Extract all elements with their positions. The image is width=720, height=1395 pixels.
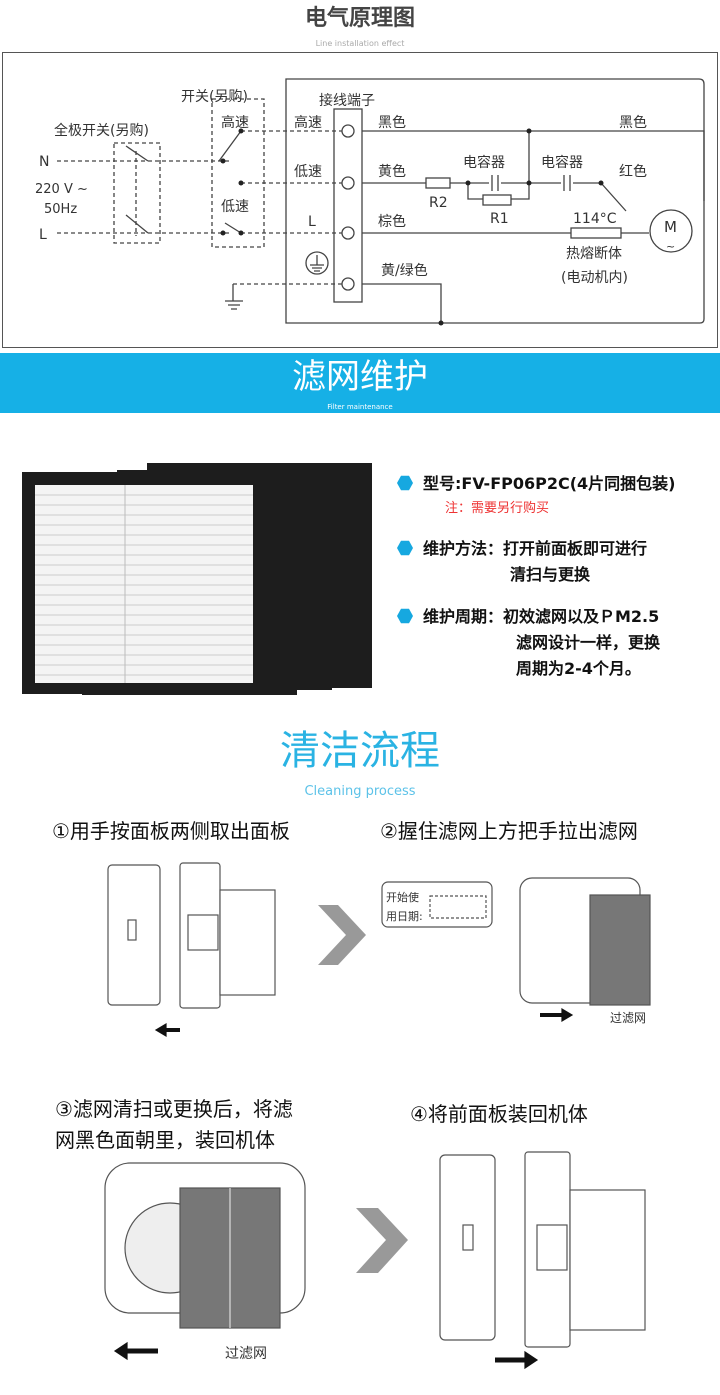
bullet-icon [397,608,413,624]
spec-note: 注：需要另行购买 [445,501,550,516]
step-4-label: ④将前面板装回机体 [410,1102,588,1126]
motor-ac-symbol: ~ [666,240,675,253]
spec-method-cont: 清扫与更换 [510,565,591,584]
label-fuse: 热熔断体 [566,246,622,262]
cleaning-title: 清洁流程 [280,728,440,774]
label-freq: 50Hz [44,202,77,217]
spec-model: 型号:FV-FP06P2C(4片同捆包装) [397,472,675,496]
label-low-switch: 低速 [221,199,249,215]
label-switch: 开关(另购) [181,89,248,105]
cleaning-subtitle: Cleaning process [304,784,416,799]
step-2-label: ②握住滤网上方把手拉出滤网 [380,819,638,843]
label-all-pole: 全极开关(另购) [54,122,149,139]
filter-product-image [22,460,377,704]
label-fuse-note: (电动机内) [561,270,628,286]
diagram-title: 电气原理图 [304,6,415,31]
filter-label: 过滤网 [610,1011,646,1025]
label-r2: R2 [429,195,448,211]
label-black-motor: 黑色 [619,114,647,131]
date-tag-label-2: 用日期: [386,910,423,923]
step-3-label: ③滤网清扫或更换后，将滤 [55,1097,293,1121]
spec-method: 维护方法：打开前面板即可进行 [397,537,647,561]
spec-cycle-cont: 滤网设计一样，更换 [516,633,661,652]
next-arrow-icon [356,1208,411,1277]
step-1-illustration [100,860,290,1044]
label-yellow: 黄色 [378,163,406,180]
spec-model-text: 型号:FV-FP06P2C(4片同捆包装) [423,474,676,493]
spec-method-text: 维护方法：打开前面板即可进行 [423,539,648,558]
label-temp: 114°C [573,211,617,227]
label-l-in: L [39,227,47,243]
label-black: 黑色 [378,114,406,131]
step-3-illustration: 过滤网 [100,1158,310,1372]
banner-title: 滤网维护 [292,357,428,397]
label-low-terminal: 低速 [294,164,322,180]
label-red: 红色 [619,163,647,180]
label-voltage: 220 V ~ [35,182,88,197]
step-4-illustration [435,1150,665,1384]
label-capacitor-1: 电容器 [463,154,505,171]
label-l-term: L [308,214,316,230]
label-capacitor-2: 电容器 [541,154,583,171]
banner-subtitle: Filter maintenance [327,403,393,411]
label-r1: R1 [490,211,509,227]
diagram-subtitle: Line installation effect [315,39,405,48]
spec-cycle-cont2: 周期为2-4个月。 [516,659,641,678]
label-brown: 棕色 [378,213,406,230]
label-high-terminal: 高速 [294,114,322,131]
step-3-label-2: 网黑色面朝里，装回机体 [55,1128,275,1152]
bullet-icon [397,475,413,491]
spec-cycle-text: 维护周期：初效滤网以及ＰM2.5 [423,607,660,626]
label-terminal: 接线端子 [319,92,375,109]
next-arrow-icon [318,905,368,969]
filter-maintenance-banner: 滤网维护 Filter maintenance [0,353,720,413]
motor-icon: M [664,218,677,236]
step-2-illustration: 开始使 用日期: 过滤网 [380,870,680,1044]
step-1-label: ①用手按面板两侧取出面板 [52,819,290,843]
label-high-switch: 高速 [221,114,249,131]
spec-cycle: 维护周期：初效滤网以及ＰM2.5 [397,605,659,629]
bullet-icon [397,540,413,556]
label-n: N [39,154,49,170]
label-yellow-green: 黄/绿色 [381,262,428,279]
filter-label: 过滤网 [225,1346,267,1362]
wiring-diagram: 开关(另购) 全极开关(另购) 接线端子 高速 高速 低速 低速 N L L 2… [2,52,718,348]
date-tag-label: 开始使 [386,890,419,904]
